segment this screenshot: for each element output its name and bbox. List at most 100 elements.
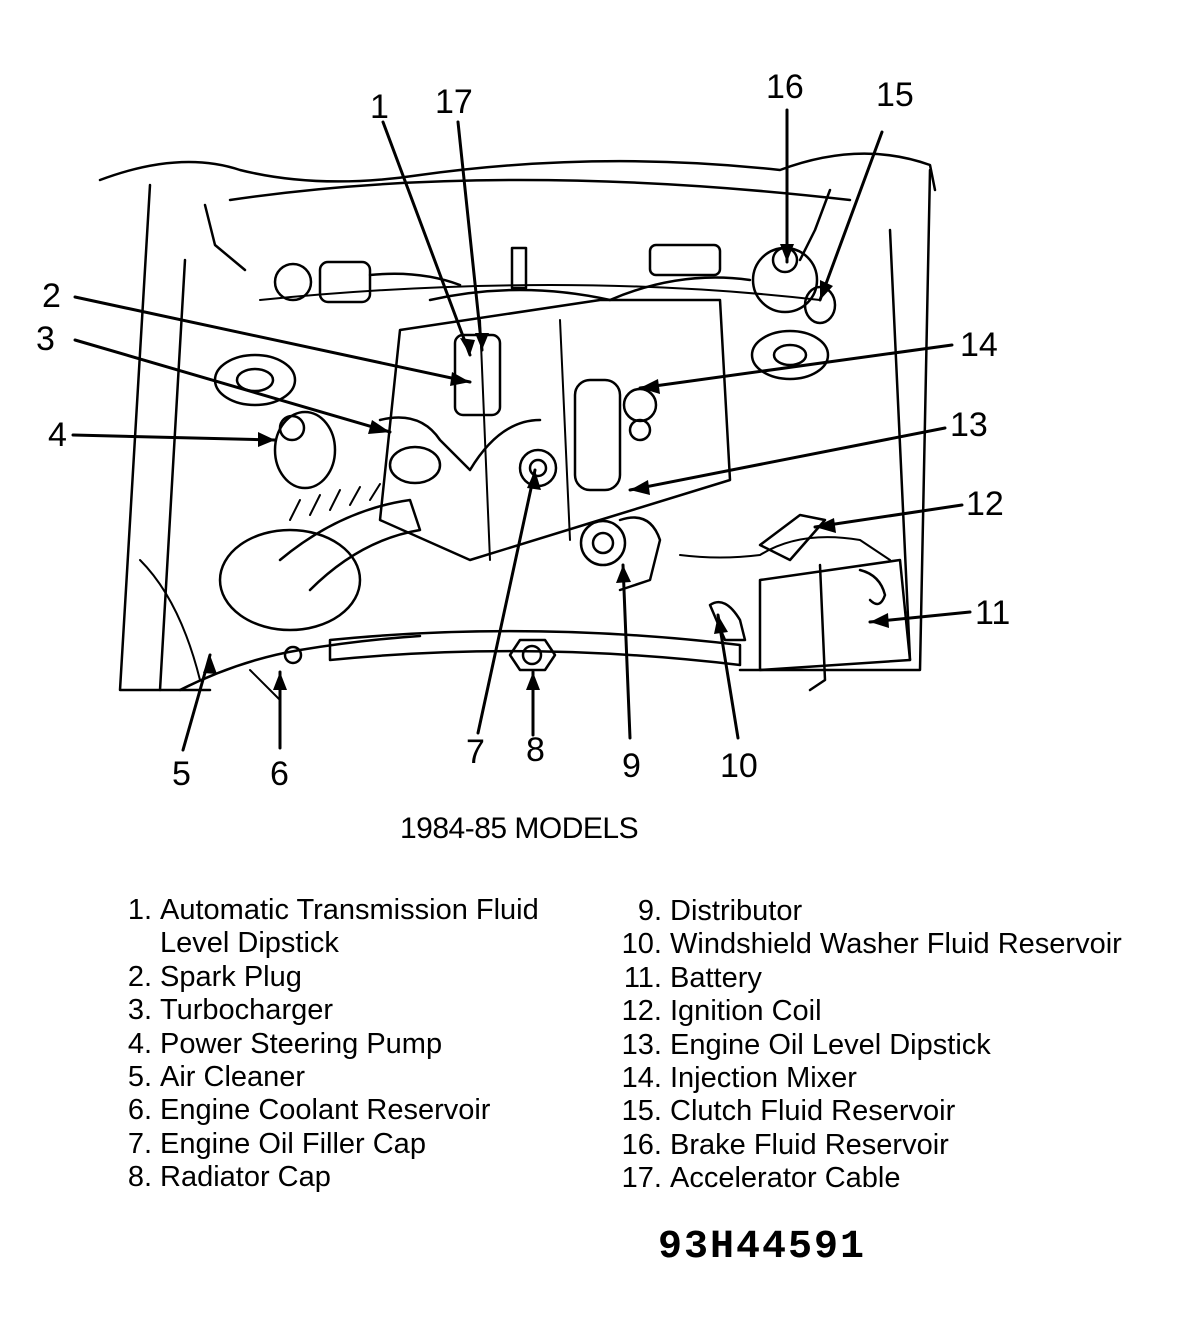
legend-label: Injection Mixer <box>670 1062 857 1095</box>
legend-label: Battery <box>670 961 762 994</box>
leader-14 <box>638 343 954 390</box>
legend-item: 2.Spark Plug <box>112 961 592 994</box>
engine-compartment-drawing <box>71 108 972 752</box>
legend-item: 6.Engine Coolant Reservoir <box>112 1094 592 1127</box>
callout-14: 14 <box>960 326 998 364</box>
legend-label: Accelerator Cable <box>670 1162 901 1195</box>
callout-6: 6 <box>270 755 289 793</box>
legend-item: 17.Accelerator Cable <box>608 1162 1168 1195</box>
legend-number: 5. <box>127 1061 152 1094</box>
legend-item: 7.Engine Oil Filler Cap <box>112 1128 592 1161</box>
legend-number: 6. <box>127 1094 152 1127</box>
legend-number: 11. <box>623 961 662 994</box>
legend-label: Clutch Fluid Reservoir <box>670 1095 956 1128</box>
legend-item: 11.Battery <box>608 962 1168 995</box>
leader-1 <box>381 120 472 357</box>
legend-label: Brake Fluid Reservoir <box>670 1128 949 1161</box>
callout-9: 9 <box>622 747 641 785</box>
leader-17 <box>456 120 484 352</box>
legend-number: 4. <box>127 1027 152 1060</box>
engine-block <box>378 298 732 562</box>
callout-10: 10 <box>720 747 758 785</box>
leader-13 <box>628 426 947 492</box>
leader-10 <box>716 613 740 740</box>
brake-fluid-reservoir-shape <box>751 246 819 314</box>
callout-4: 4 <box>48 416 67 454</box>
legend-label: Air Cleaner <box>160 1061 306 1094</box>
legend-number: 7. <box>127 1127 152 1160</box>
leader-2 <box>73 295 472 384</box>
legend-number: 12. <box>621 995 662 1028</box>
callout-13: 13 <box>950 406 988 444</box>
ignition-coil-shape <box>758 513 827 562</box>
legend-item: 1.Automatic Transmission Fluid <box>112 894 592 927</box>
leader-lines <box>71 108 972 752</box>
leader-12 <box>813 503 964 529</box>
legend-item: 4.Power Steering Pump <box>112 1028 592 1061</box>
legend-number: 1. <box>127 894 152 926</box>
legend-left: 1.Automatic Transmission Fluid Level Dip… <box>112 894 592 1195</box>
legend-item: Level Dipstick <box>112 927 592 960</box>
legend-label: Spark Plug <box>160 960 302 993</box>
legend-number: 9. <box>637 895 662 927</box>
radiator-cap-shape <box>521 644 543 666</box>
callout-8: 8 <box>526 731 545 769</box>
radiator <box>328 629 742 667</box>
washer-reservoir-shape <box>708 600 747 642</box>
power-steering-pump-shape <box>273 410 337 490</box>
battery-shape <box>758 558 912 672</box>
callout-15: 15 <box>876 76 914 114</box>
legend-number: 2. <box>127 960 152 993</box>
legend-item: 5.Air Cleaner <box>112 1061 592 1094</box>
legend-item: 9.Distributor <box>608 895 1168 928</box>
leader-4 <box>71 433 277 442</box>
legend-label: Power Steering Pump <box>160 1027 443 1060</box>
leader-7 <box>476 468 537 735</box>
callout-17: 17 <box>435 83 473 121</box>
legend-label-continued: Level Dipstick <box>160 927 339 960</box>
legend-label: Engine Oil Level Dipstick <box>670 1028 991 1061</box>
legend-item: 8.Radiator Cap <box>112 1161 592 1194</box>
legend-item: 15.Clutch Fluid Reservoir <box>608 1095 1168 1128</box>
legend-item: 10.Windshield Washer Fluid Reservoir <box>608 928 1168 961</box>
legend-label: Distributor <box>670 895 803 927</box>
legend-number: 14. <box>621 1062 662 1095</box>
legend-number: 10. <box>621 928 662 961</box>
legend-label: Engine Coolant Reservoir <box>160 1094 491 1127</box>
leader-3 <box>73 338 392 434</box>
callout-3: 3 <box>36 320 55 358</box>
legend-number: 16. <box>621 1128 662 1161</box>
legend-number: 15. <box>621 1095 662 1128</box>
leader-9 <box>621 563 632 740</box>
legend-number: 17. <box>621 1162 662 1195</box>
right-strut-tower <box>750 329 830 381</box>
legend-item: 13.Engine Oil Level Dipstick <box>608 1029 1168 1062</box>
distributor-shape <box>579 519 627 567</box>
diagram-caption: 1984-85 MODELS <box>400 812 639 845</box>
legend-label: Radiator Cap <box>160 1161 331 1194</box>
callout-1: 1 <box>370 88 389 126</box>
callout-11: 11 <box>975 594 1011 632</box>
legend-number: 13. <box>621 1028 662 1061</box>
legend-item: 16.Brake Fluid Reservoir <box>608 1129 1168 1162</box>
hood-outline <box>98 152 937 192</box>
legend-right: 9.Distributor 10.Windshield Washer Fluid… <box>608 895 1168 1196</box>
legend-label: Turbocharger <box>160 994 334 1027</box>
figure-code: 93H44591 <box>658 1225 867 1270</box>
callout-5: 5 <box>172 755 191 793</box>
legend-item: 3.Turbocharger <box>112 994 592 1027</box>
callout-16: 16 <box>766 68 804 106</box>
legend-number: 8. <box>127 1161 152 1194</box>
legend-label: Ignition Coil <box>670 995 822 1028</box>
callout-2: 2 <box>42 277 61 315</box>
legend-item: 14.Injection Mixer <box>608 1062 1168 1095</box>
leader-15 <box>818 130 884 302</box>
legend-number: 3. <box>127 994 152 1027</box>
air-cleaner-shape <box>218 528 362 632</box>
legend-label: Engine Oil Filler Cap <box>160 1127 426 1160</box>
callout-12: 12 <box>966 485 1004 523</box>
left-strut-tower <box>213 353 297 407</box>
legend-item: 12.Ignition Coil <box>608 995 1168 1028</box>
legend-label: Automatic Transmission Fluid <box>160 894 539 926</box>
legend-label: Windshield Washer Fluid Reservoir <box>670 928 1122 961</box>
